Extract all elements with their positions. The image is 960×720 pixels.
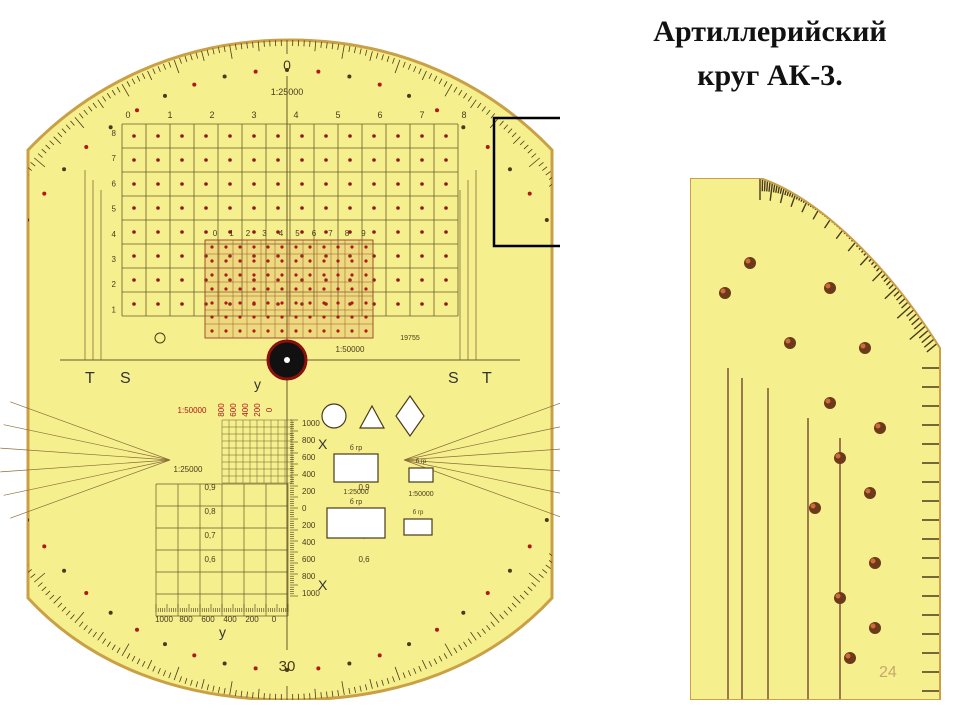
grid-x-label: 4 xyxy=(293,110,298,120)
grid-y-label: 8 xyxy=(112,129,117,138)
stencil-diamond xyxy=(395,394,425,438)
grid-y-label: 3 xyxy=(112,255,117,264)
bottom-mark: 30 xyxy=(279,658,296,675)
fine-grid-x-label: 8 xyxy=(345,229,350,238)
grid-y-label: 7 xyxy=(112,154,117,163)
serial-number: 19755 xyxy=(400,335,420,342)
red-scale-value: 0 xyxy=(265,407,274,412)
metre-scale-value: 200 xyxy=(302,521,316,530)
grid-x-labels: 0 1 2 3 4 5 6 7 8 xyxy=(125,110,466,120)
fine-grid xyxy=(204,239,374,339)
horizontal-metre-scale: 1000 800 600 400 200 0 xyxy=(155,604,289,624)
fine-grid-x-label: 3 xyxy=(262,229,267,238)
bottom-scale-value: 600 xyxy=(201,615,215,624)
outer-degree-ticks xyxy=(28,40,552,700)
grid-y-labels: 8 7 6 5 4 3 2 1 xyxy=(112,129,117,314)
scale-mid-label: 1:50000 xyxy=(336,345,365,354)
letter-x-upper: X xyxy=(318,436,328,452)
fan-value: 0,7 xyxy=(204,531,216,540)
bottom-scale-value: 200 xyxy=(245,615,259,624)
artillery-circle-figure: 0 30 1:25000 0 1 2 3 4 5 6 7 8 8 7 6 5 4 3 2 1 0 1 2 3 4 5 6 7… xyxy=(0,38,560,700)
red-scale-value: 400 xyxy=(241,403,250,417)
letter-y-top: y xyxy=(254,376,261,392)
grid-x-label: 7 xyxy=(419,110,424,120)
fine-grid-x-label: 7 xyxy=(328,229,333,238)
fine-grid-x-labels: 0 1 2 3 4 5 6 7 8 9 xyxy=(213,229,367,238)
fine-grid-x-label: 6 xyxy=(312,229,317,238)
fan-value: 0,6 xyxy=(204,555,216,564)
bottom-scale-value: 400 xyxy=(223,615,237,624)
metre-scale-value: 200 xyxy=(302,487,316,496)
stencil-circle xyxy=(321,403,347,429)
grid-x-label: 5 xyxy=(335,110,340,120)
letter-x-lower: X xyxy=(318,577,328,593)
fine-grid-x-label: 4 xyxy=(279,229,284,238)
highlight-frame xyxy=(492,116,560,248)
metre-scale-value: 600 xyxy=(302,453,316,462)
grid-y-label: 1 xyxy=(112,305,117,314)
fan-value: 0,8 xyxy=(204,507,216,516)
bottom-scale-value: 800 xyxy=(179,615,193,624)
fine-grid-x-label: 5 xyxy=(295,229,300,238)
lower-coarse-grid xyxy=(155,483,289,617)
red-scale-value: 600 xyxy=(229,403,238,417)
red-scale-value: 800 xyxy=(217,403,226,417)
fan-value: 0,6 xyxy=(358,555,370,564)
bottom-scale-value: 0 xyxy=(272,615,277,624)
stencil-rect-1 xyxy=(333,453,379,483)
fine-grid-x-label: 1 xyxy=(229,229,234,238)
stencil-triangle xyxy=(358,404,386,429)
page-number: 24 xyxy=(879,664,897,681)
rect-label-1: б гр xyxy=(350,444,363,452)
grid-y-label: 4 xyxy=(112,230,117,239)
grid-x-label: 6 xyxy=(377,110,382,120)
grid-x-label: 1 xyxy=(167,110,172,120)
letter-t-left: T xyxy=(85,370,95,387)
scale-small-1: 1:25000 xyxy=(343,489,368,496)
scale-low-label: 1:25000 xyxy=(174,465,203,474)
letter-y-bottom: y xyxy=(219,624,226,640)
metre-scale-value: 0 xyxy=(302,504,307,513)
rect-label-2: б гр xyxy=(350,498,363,506)
fan-value: 0,9 xyxy=(204,483,216,492)
stencil-rect-4 xyxy=(403,518,433,536)
stencil-rect-2 xyxy=(326,507,386,539)
grid-x-label: 3 xyxy=(251,110,256,120)
rect-label-4: б гр xyxy=(413,510,424,516)
fine-grid-x-label: 2 xyxy=(246,229,251,238)
stencil-rect-3 xyxy=(408,467,434,483)
lower-fine-grid xyxy=(221,419,293,484)
left-fan-scale: 0,9 0,8 0,7 0,6 xyxy=(0,401,216,564)
metre-scale-value: 400 xyxy=(302,538,316,547)
metre-scale-value: 800 xyxy=(302,436,316,445)
zoomed-fragment xyxy=(690,178,941,700)
grid-x-label: 8 xyxy=(461,110,466,120)
scale-small-2: 1:50000 xyxy=(408,491,433,498)
vertical-metre-scale: 1000 800 600 400 200 0 200 400 600 800 1000 xyxy=(290,419,320,598)
metre-scale-value: 600 xyxy=(302,555,316,564)
fine-grid-x-label: 0 xyxy=(213,229,218,238)
bottom-scale-value: 1000 xyxy=(155,615,173,624)
metre-scale-value: 1000 xyxy=(302,589,320,598)
top-mark: 0 xyxy=(283,57,291,73)
grid-y-label: 2 xyxy=(112,280,117,289)
metre-scale-value: 800 xyxy=(302,572,316,581)
metre-scale-value: 400 xyxy=(302,470,316,479)
slide-title: Артиллерийский круг АК-3. xyxy=(653,15,887,92)
rect-label-3: б гр xyxy=(416,459,427,465)
scale-red-label: 1:50000 xyxy=(178,406,207,415)
grid-y-label: 5 xyxy=(112,205,117,214)
red-degree-labels xyxy=(28,68,549,672)
grid-x-label: 2 xyxy=(209,110,214,120)
red-scale-value: 200 xyxy=(253,403,262,417)
grid-x-label: 0 xyxy=(125,110,130,120)
grid-y-label: 6 xyxy=(112,179,117,188)
metre-scale-value: 1000 xyxy=(302,419,320,428)
letter-s-left: S xyxy=(120,370,131,387)
fine-grid-x-label: 9 xyxy=(361,229,366,238)
letter-s-right: S xyxy=(448,370,459,387)
fan-value: 0,9 xyxy=(358,483,370,492)
letter-t-right: T xyxy=(482,370,492,387)
